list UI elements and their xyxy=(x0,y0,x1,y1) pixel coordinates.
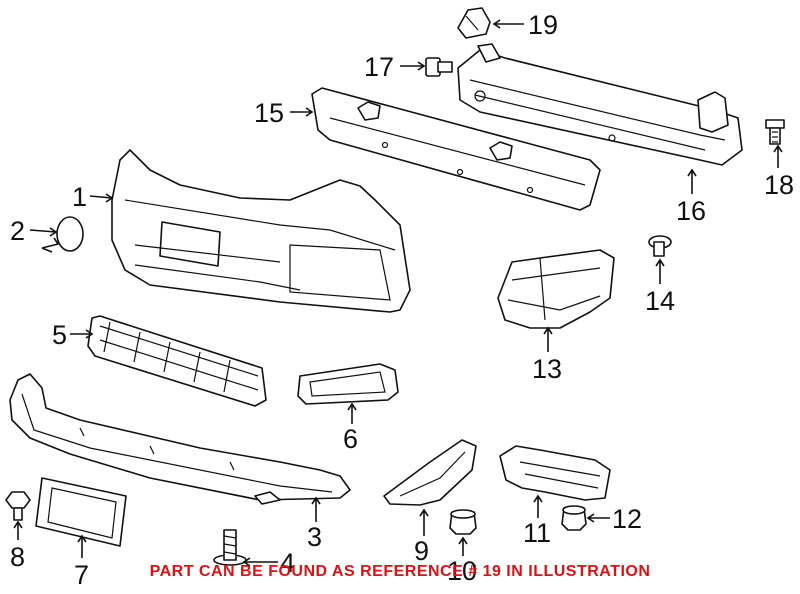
leader-8 xyxy=(13,520,23,540)
leader-19 xyxy=(492,19,524,29)
leader-9 xyxy=(419,508,429,536)
leader-18 xyxy=(773,144,783,168)
callout-13: 13 xyxy=(532,354,562,384)
leader-6 xyxy=(347,402,357,424)
leader-13 xyxy=(543,326,553,352)
callout-14: 14 xyxy=(645,286,675,316)
callout-8: 8 xyxy=(10,542,25,572)
callout-2: 2 xyxy=(10,216,25,246)
leader-16 xyxy=(687,168,697,194)
part-15-energy-absorber xyxy=(311,87,601,211)
leader-11 xyxy=(533,494,543,518)
leader-7 xyxy=(77,534,87,558)
part-10-clip-nut xyxy=(449,509,477,535)
part-19-bracket xyxy=(457,7,491,39)
callout-17: 17 xyxy=(364,52,394,82)
callout-12: 12 xyxy=(612,504,642,534)
part-5-lower-grille xyxy=(87,315,267,407)
callout-19: 19 xyxy=(528,10,558,40)
part-14-screw xyxy=(648,235,672,257)
leader-lines xyxy=(13,19,783,567)
part-18-bolt xyxy=(765,119,785,145)
part-11-guide-bracket xyxy=(499,445,611,501)
part-9-side-bracket xyxy=(383,439,477,506)
callout-18: 18 xyxy=(764,170,794,200)
leader-14 xyxy=(655,258,665,284)
reference-notice: PART CAN BE FOUND AS REFERENCE # 19 IN I… xyxy=(149,563,651,580)
callout-11: 11 xyxy=(523,518,551,548)
callout-5: 5 xyxy=(52,320,67,350)
part-4-screw xyxy=(213,529,247,566)
leader-2 xyxy=(29,227,58,237)
part-2-tow-hook-cap xyxy=(41,216,84,253)
part-6-fog-lamp-trim xyxy=(297,363,399,405)
part-1-bumper-cover xyxy=(111,149,411,313)
leader-12 xyxy=(586,513,610,523)
leader-1 xyxy=(89,193,114,203)
part-13-mounting-bracket xyxy=(497,249,615,329)
part-3-lower-spoiler xyxy=(9,373,351,505)
callout-7: 7 xyxy=(74,560,89,589)
leader-3 xyxy=(311,496,321,522)
callout-3: 3 xyxy=(307,522,322,552)
callout-4: 4 xyxy=(280,548,295,578)
callout-labels: 1 2 3 4 5 6 7 8 9 10 11 12 13 14 15 16 1… xyxy=(10,10,794,590)
callout-15: 15 xyxy=(254,98,284,128)
leader-15 xyxy=(290,107,314,117)
callout-10: 10 xyxy=(447,556,477,586)
callout-9: 9 xyxy=(414,536,429,566)
callout-6: 6 xyxy=(343,424,358,454)
leader-17 xyxy=(400,61,426,71)
part-17-bolt xyxy=(425,57,453,77)
callout-16: 16 xyxy=(676,196,706,226)
leader-5 xyxy=(70,329,94,339)
part-8-push-clip xyxy=(5,491,31,521)
part-12-clip xyxy=(561,505,587,531)
callout-1: 1 xyxy=(72,182,87,212)
leader-4 xyxy=(242,557,278,567)
part-7-license-bracket xyxy=(35,477,127,547)
part-16-reinforcement-bar xyxy=(457,43,743,166)
leader-10 xyxy=(458,536,468,556)
